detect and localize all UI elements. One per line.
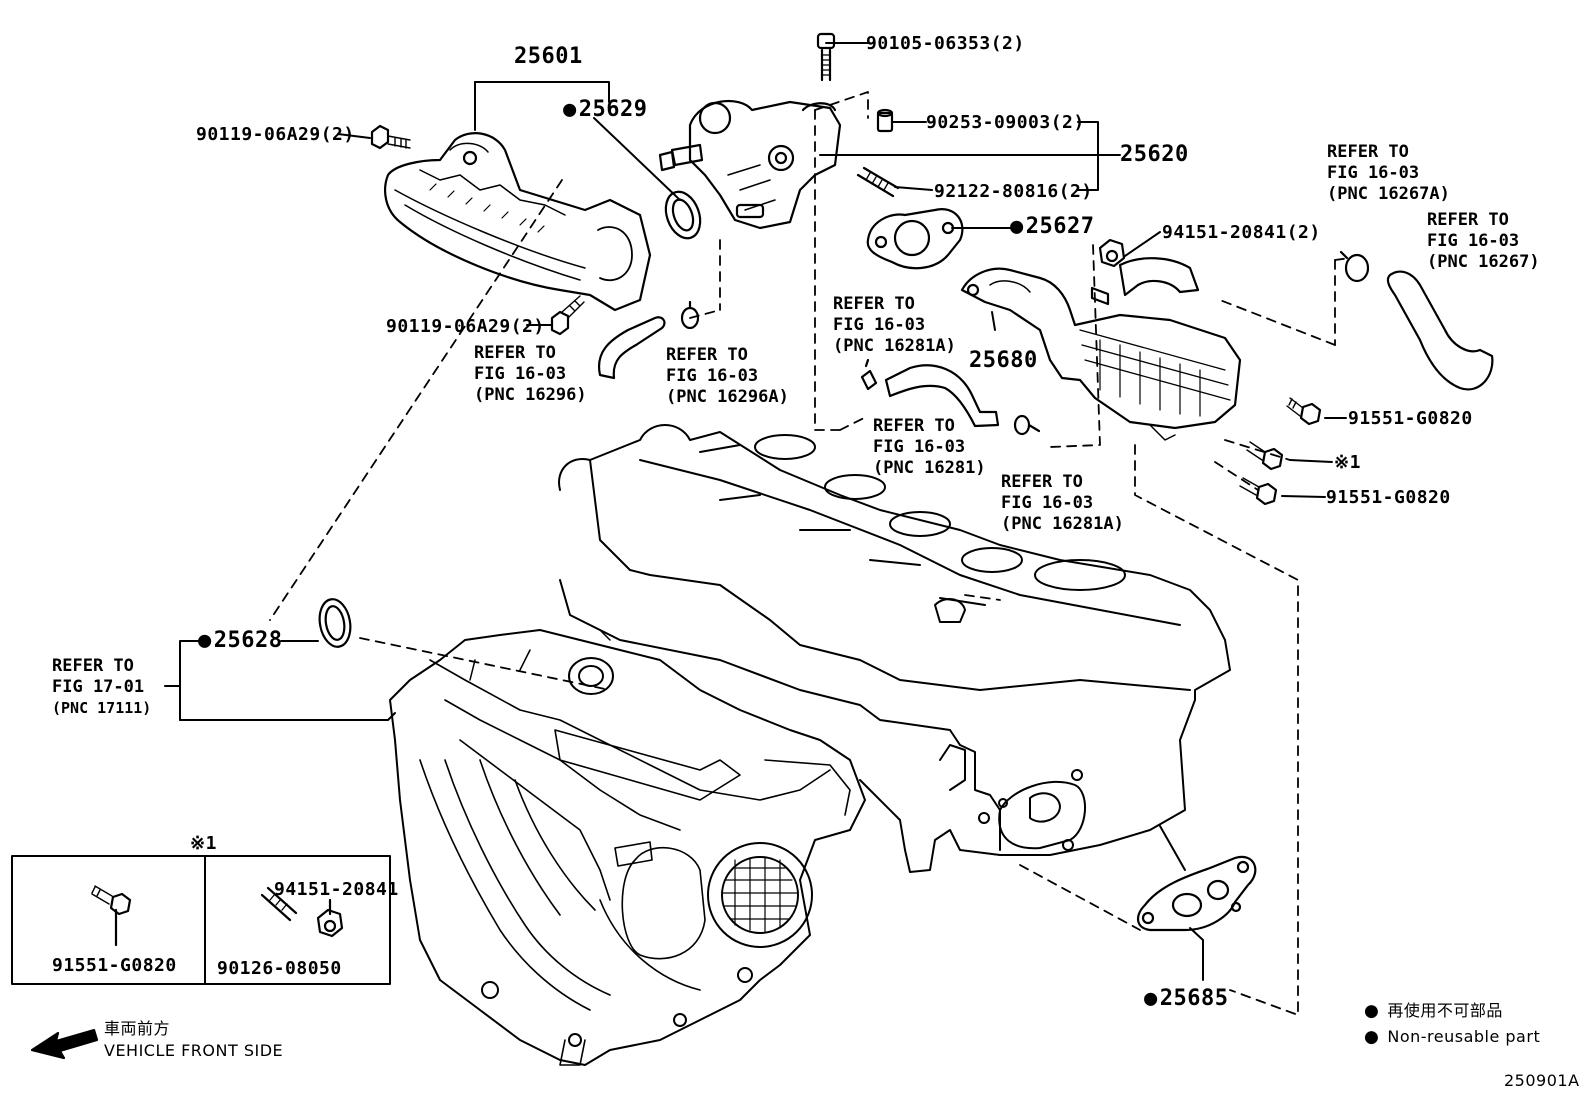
part-25680-label: 25680 [969,348,1038,373]
part-92122-label: 92122-80816(2) [934,181,1093,202]
stud-icon [856,166,900,198]
legend-dot-icon: ● [1364,1027,1380,1047]
part-25685-label: 25685 [1144,988,1228,1010]
clamp-16267a-icon [1339,250,1370,283]
hose-16267-icon [1386,270,1494,391]
bolt-x1-icon [1246,441,1284,471]
leader-lines [164,42,1347,981]
bolt-91551-top-icon [1286,397,1322,426]
hose-16281-icon [884,364,1000,428]
bolt-91551-bottom-icon [1239,477,1278,506]
part-25601-label: 25601 [514,44,583,69]
part-90119-bottom-label: 90119-06A29(2) [386,316,545,337]
part-91551-bottom-label: 91551-G0820 [1326,487,1451,508]
bolt-90119-top-icon [370,124,411,150]
figure-code: 250901A [1504,1071,1580,1090]
legend: ●再使用不可部品 ●Non-reusable part [1364,1000,1540,1048]
part-90105-label: 90105-06353(2) [866,33,1025,54]
nut-94151-icon [1098,238,1126,268]
inset-right-bottom-label: 90126-08050 [217,958,342,979]
egr-pipe-25601-icon [384,132,652,312]
inset-nut-icon [316,898,344,938]
part-94151-label: 94151-20841(2) [1162,222,1321,243]
clamp-16296a-icon [680,300,700,330]
bolt-90105-icon [816,32,836,82]
clamp-16281a-bottom-icon [1013,414,1041,436]
legend-en: ●Non-reusable part [1364,1027,1541,1047]
part-25620-label: 25620 [1120,142,1189,167]
part-91551-top-label: 91551-G0820 [1348,408,1473,429]
intake-manifold-icon [389,629,866,1066]
part-25628-label: 25628 [198,630,282,652]
front-arrow-icon [30,1028,99,1060]
dowel-pin-icon [876,108,894,133]
x1-marker-label: ※1 [1334,452,1361,473]
inset-box-outline [11,855,391,985]
engine-block-outline-icon [558,424,1231,873]
part-90253-label: 90253-09003(2) [926,112,1085,133]
legend-dot-icon: ● [1364,1001,1380,1021]
inset-left-part-label: 91551-G0820 [52,955,177,976]
clamp-16281a-top-icon [860,358,878,391]
part-25629-label: 25629 [563,99,647,121]
legend-jp: ●再使用不可部品 [1364,1001,1503,1021]
hose-16296-icon [597,316,666,380]
gasket-25628-icon [318,598,352,648]
part-90119-top-label: 90119-06A29(2) [196,124,355,145]
front-side-en: VEHICLE FRONT SIDE [104,1041,284,1060]
bolt-90119-bottom-icon [550,295,585,336]
inset-bolt-icon [91,885,132,947]
part-25627-label: 25627 [1010,216,1094,238]
gasket-25685-icon [1137,855,1257,932]
inset-marker: ※1 [190,833,217,854]
inset-right-top-label: 94151-20841 [274,879,399,900]
dashed-lines [269,91,1351,1016]
gasket-25629-icon [664,190,702,240]
egr-cooler-25680-icon [960,257,1242,441]
egr-valve-25620-icon [658,99,842,230]
front-side-jp: 車両前方 [104,1019,171,1038]
inset-stud-icon [260,886,298,922]
gasket-25627-icon [866,208,964,270]
